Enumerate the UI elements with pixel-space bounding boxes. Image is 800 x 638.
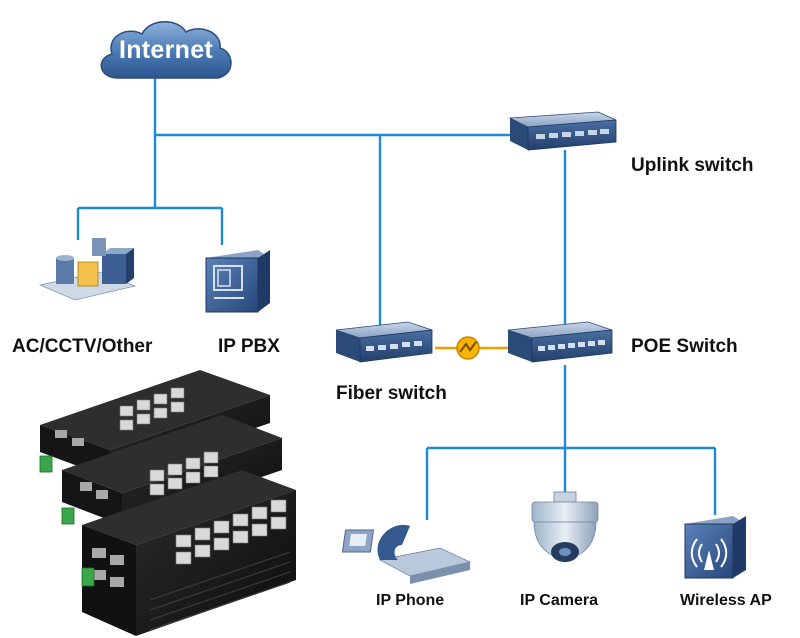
industrial-switch-stack-image [39, 370, 296, 636]
uplink-switch-label: Uplink switch [631, 155, 754, 176]
ip-pbx-icon [205, 250, 270, 313]
network-links [76, 75, 717, 520]
ip-phone-icon [341, 524, 472, 584]
internet-label: Internet [118, 36, 214, 64]
fiber-switch-icon [335, 321, 433, 363]
wireless-ap-label: Wireless AP [680, 592, 772, 609]
ip-camera-label: IP Camera [520, 592, 598, 609]
poe-switch-icon [507, 321, 613, 363]
link-internet-backbone [153, 75, 560, 137]
wireless-ap-icon [684, 516, 746, 579]
ip-camera-icon [531, 491, 599, 562]
poe-switch-label: POE Switch [631, 336, 738, 357]
internet-cloud-icon [100, 21, 232, 79]
ip-phone-label: IP Phone [376, 592, 445, 609]
fiber-switch-label: Fiber switch [336, 383, 447, 404]
fiber-link-icon [435, 336, 508, 360]
ip-pbx-label: IP PBX [218, 336, 280, 357]
server-rack-icon [38, 238, 137, 301]
ac-cctv-other-label: AC/CCTV/Other [12, 336, 153, 357]
uplink-switch-icon [508, 111, 617, 151]
